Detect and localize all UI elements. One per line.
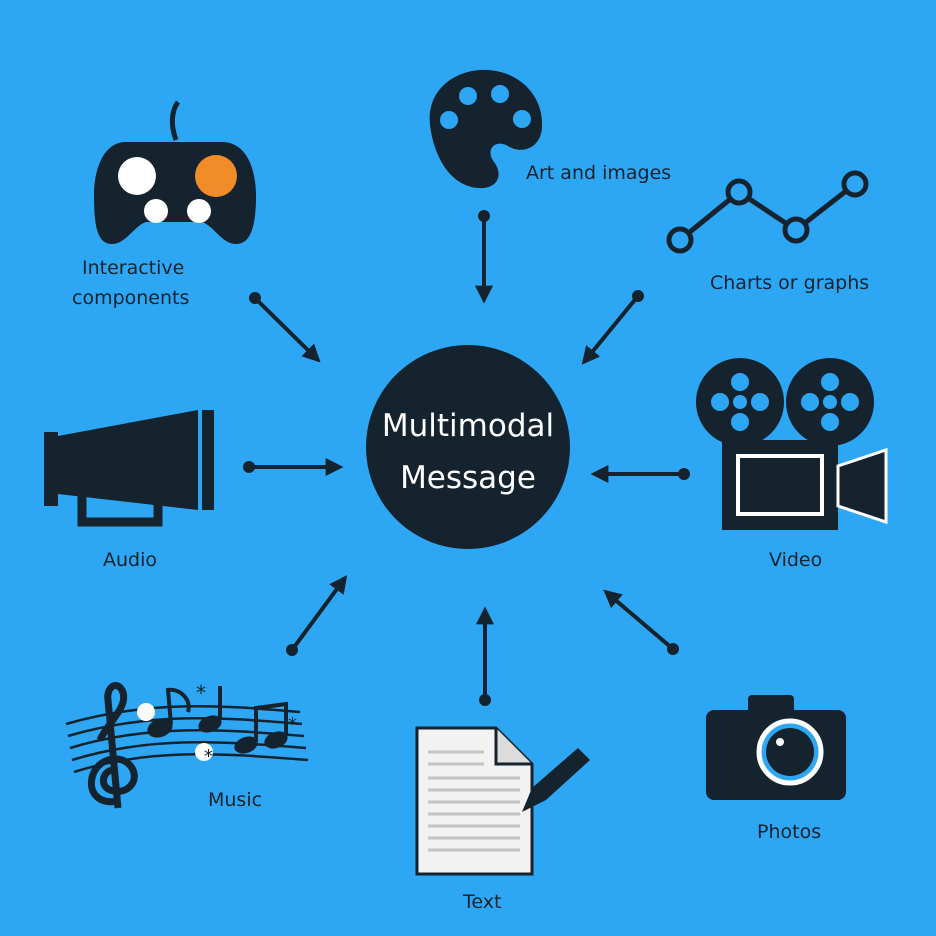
palette-icon — [429, 69, 543, 189]
camera-icon — [706, 695, 846, 800]
label-interactive-1: Interactive — [82, 257, 185, 279]
label-interactive-2: components — [72, 287, 190, 309]
music-notes-icon: * * * — [65, 681, 309, 809]
label-charts: Charts or graphs — [710, 272, 870, 294]
arrow-audio — [243, 458, 344, 476]
arrow-interactive — [249, 292, 321, 363]
line-chart-icon — [666, 170, 869, 254]
center-title: Multimodal Message — [365, 400, 571, 504]
label-audio: Audio — [103, 549, 158, 571]
label-music: Music — [208, 789, 263, 811]
document-pencil-icon — [415, 726, 590, 876]
label-art: Art and images — [526, 162, 672, 184]
megaphone-icon — [44, 410, 214, 527]
film-camera-icon — [696, 358, 888, 530]
label-text: Text — [463, 891, 502, 913]
arrow-photos — [603, 589, 679, 655]
arrow-video — [590, 465, 690, 483]
arrow-charts — [581, 290, 644, 365]
arrow-art — [475, 210, 493, 304]
arrow-music — [286, 575, 348, 656]
svg-text:*: * — [196, 681, 206, 705]
center-circle — [366, 345, 570, 549]
svg-text:*: * — [204, 746, 213, 767]
arrow-text — [476, 606, 494, 706]
center-title-line2: Message — [400, 460, 536, 496]
label-video: Video — [769, 549, 823, 571]
label-photos: Photos — [757, 821, 822, 843]
svg-text:*: * — [288, 714, 297, 735]
gamepad-icon — [94, 100, 256, 244]
connectors — [243, 210, 690, 706]
center-title-line1: Multimodal — [381, 408, 555, 444]
